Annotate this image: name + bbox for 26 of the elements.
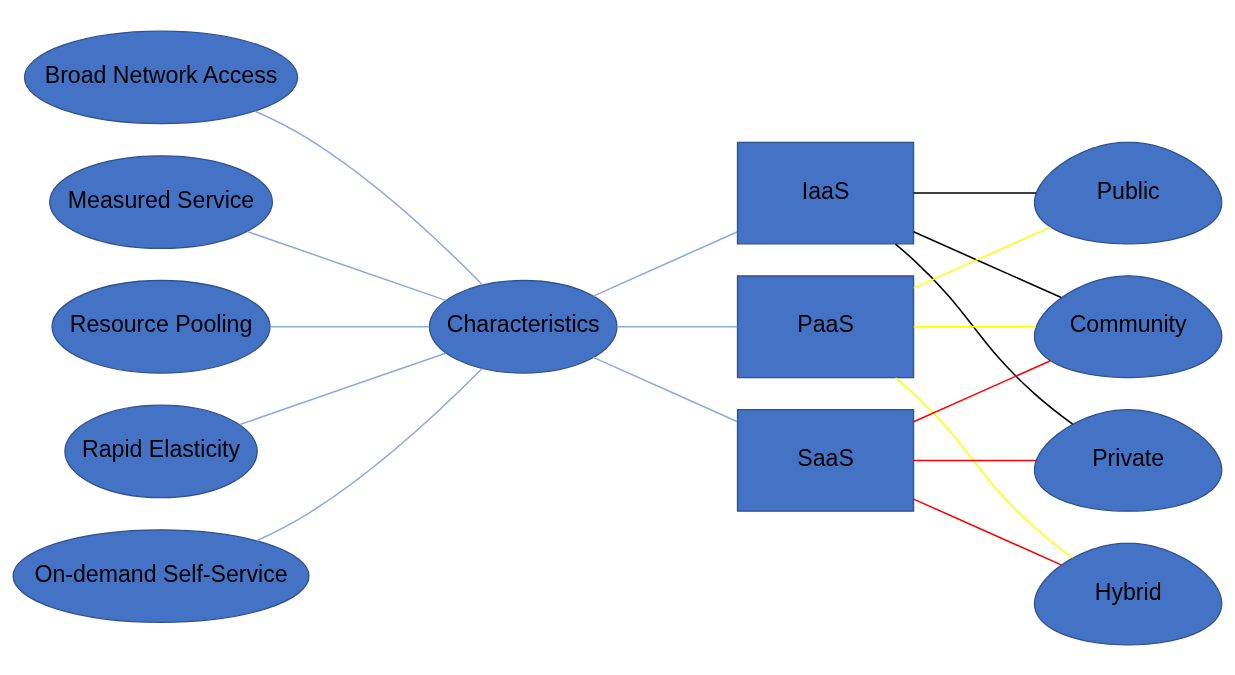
connector	[239, 351, 447, 425]
node-ellipse: Characteristics	[428, 279, 618, 374]
connector	[256, 367, 483, 541]
node-ellipse: Rapid Elasticity	[64, 404, 258, 498]
connector	[912, 359, 1052, 423]
connector	[616, 325, 739, 327]
connector	[912, 497, 1062, 566]
connector	[254, 109, 484, 285]
node-box: SaaS	[736, 408, 915, 512]
node-ellipse: Broad Network Access	[23, 30, 299, 124]
connector	[246, 230, 447, 301]
connector	[912, 230, 1062, 298]
connector	[592, 230, 738, 297]
connector	[894, 242, 1074, 425]
connector	[912, 325, 1037, 327]
connector	[269, 325, 431, 327]
node-box: IaaS	[736, 141, 915, 244]
node-box: PaaS	[736, 274, 915, 378]
node-ellipse: On-demand Self-Service	[12, 528, 310, 623]
node-ellipse: Measured Service	[49, 154, 274, 249]
connector	[592, 356, 738, 422]
connector	[912, 459, 1037, 461]
connector	[912, 191, 1037, 194]
node-ellipse: Resource Pooling	[51, 279, 271, 374]
connector	[894, 376, 1074, 559]
connector	[912, 225, 1052, 289]
